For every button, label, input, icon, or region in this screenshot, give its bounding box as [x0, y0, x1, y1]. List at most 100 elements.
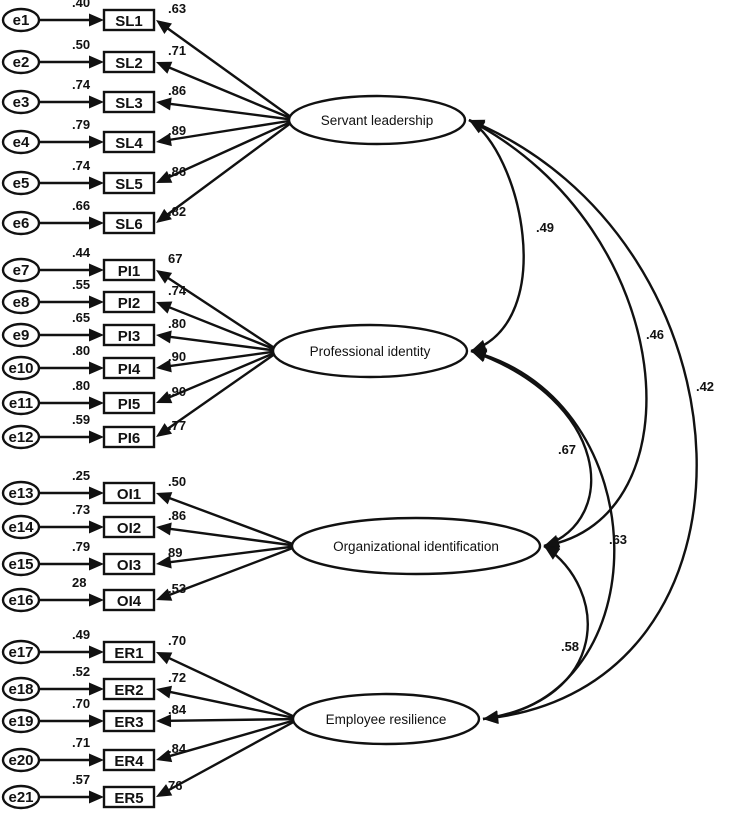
error-term-label: e4 — [13, 134, 30, 151]
loading-arrowhead — [156, 20, 172, 35]
loading-arrow — [167, 349, 280, 368]
loading-value: .82 — [168, 204, 186, 219]
loading-value: .50 — [168, 474, 186, 489]
error-term — [1, 708, 41, 734]
indicator-label: PI5 — [118, 396, 141, 413]
correlation-arc-pi-oi — [470, 349, 593, 548]
error-arrowhead — [89, 135, 104, 149]
error-term-label: e11 — [9, 395, 33, 412]
indicator-label: SL5 — [115, 176, 143, 193]
error-term-label: e5 — [13, 175, 30, 192]
indicator-box — [102, 677, 156, 701]
indicator-box — [102, 748, 156, 772]
error-term — [1, 480, 41, 506]
loading-arrow — [166, 118, 296, 180]
error-term-label: e8 — [13, 294, 30, 311]
r-squared-value: .74 — [72, 158, 91, 173]
indicator-label: OI1 — [117, 486, 141, 503]
error-term — [1, 639, 41, 665]
loading-arrow — [166, 656, 300, 721]
indicator-box — [102, 356, 156, 380]
error-term-label: e15 — [8, 556, 33, 573]
loading-arrowhead — [156, 270, 173, 284]
r-squared-value: 28 — [72, 575, 86, 590]
node-layer — [1, 7, 542, 810]
loading-value: .86 — [168, 83, 186, 98]
loading-arrowhead — [156, 555, 172, 569]
indicator-label: PI1 — [118, 263, 141, 280]
correlation-value: .49 — [536, 220, 554, 235]
correlation-arc-sl-er — [468, 118, 698, 721]
r-squared-value: .40 — [72, 0, 90, 10]
loading-arrow — [166, 65, 296, 122]
error-term-label: e19 — [8, 713, 33, 730]
loading-arrowhead — [156, 301, 173, 314]
indicator-box — [102, 785, 156, 809]
error-term-label: e3 — [13, 94, 30, 111]
loading-arrowhead — [156, 61, 173, 74]
loading-arrowhead — [156, 652, 173, 665]
correlation-value: .58 — [561, 639, 579, 654]
error-term-label: e21 — [8, 789, 33, 806]
indicator-box — [102, 425, 156, 449]
correlation-value: .63 — [609, 532, 627, 547]
indicator-box — [102, 211, 156, 235]
error-term — [1, 7, 41, 33]
indicator-label: OI4 — [117, 593, 142, 610]
r-squared-value: .44 — [72, 245, 91, 260]
error-arrowhead — [89, 593, 104, 607]
loading-value: .84 — [168, 702, 187, 717]
loading-value: .71 — [168, 43, 186, 58]
error-term — [1, 747, 41, 773]
error-term-label: e12 — [8, 429, 33, 446]
loading-arrowhead — [156, 492, 173, 505]
loading-value: .63 — [168, 1, 186, 16]
r-squared-value: .50 — [72, 37, 90, 52]
loading-arrow — [167, 690, 300, 721]
loading-arrowhead — [156, 391, 173, 404]
correlation-arrowhead — [544, 546, 561, 560]
correlation-arrowhead — [544, 534, 561, 548]
loading-value: .84 — [168, 741, 187, 756]
loading-value: .89 — [168, 123, 186, 138]
loading-arrowhead — [156, 359, 172, 373]
error-term — [1, 257, 41, 283]
loading-arrowhead — [156, 588, 173, 601]
loading-arrowhead — [156, 208, 172, 223]
indicator-label: ER1 — [114, 645, 143, 662]
r-squared-value: .73 — [72, 502, 90, 517]
indicator-label: ER2 — [114, 682, 143, 699]
loading-arrowhead — [156, 784, 173, 797]
indicator-label: SL6 — [115, 216, 143, 233]
error-term — [1, 424, 41, 450]
r-squared-value: .80 — [72, 343, 90, 358]
error-term — [1, 587, 41, 613]
loading-arrow — [167, 717, 300, 723]
error-term-label: e18 — [8, 681, 33, 698]
error-term-label: e1 — [13, 12, 30, 29]
latent-label: Servant leadership — [321, 113, 434, 128]
correlation-arc-sl-pi — [468, 118, 525, 353]
indicator-box — [102, 130, 156, 154]
indicator-box — [102, 258, 156, 282]
latent-pi — [271, 323, 469, 379]
error-arrowhead — [89, 216, 104, 230]
loading-arrow — [166, 496, 299, 548]
loading-arrow — [167, 102, 296, 122]
error-arrowhead — [89, 361, 104, 375]
error-arrowhead — [89, 95, 104, 109]
error-arrowhead — [89, 328, 104, 342]
error-term — [1, 89, 41, 115]
correlation-layer — [468, 118, 698, 725]
indicator-label: PI2 — [118, 295, 141, 312]
loading-value: 76 — [168, 778, 182, 793]
error-term-label: e10 — [8, 360, 33, 377]
indicator-box — [102, 552, 156, 576]
correlation-arrowhead — [471, 348, 488, 362]
loading-value: 89 — [168, 545, 182, 560]
label-layer: .49.46.42.67.63.58e1.40SL1.63e2.50SL2.71… — [8, 0, 714, 807]
error-arrowhead — [89, 55, 104, 69]
correlation-value: .67 — [558, 442, 576, 457]
r-squared-value: .79 — [72, 117, 90, 132]
